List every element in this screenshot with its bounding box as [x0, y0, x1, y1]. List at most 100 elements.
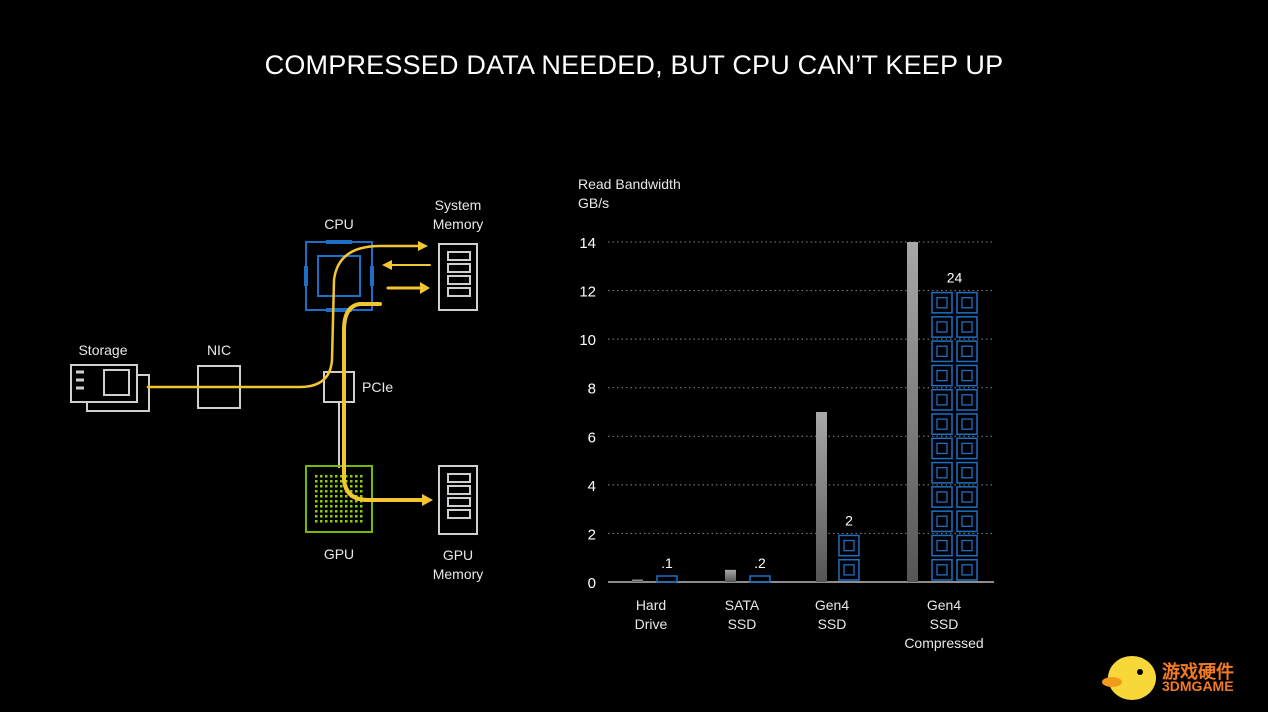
cpu-icon	[304, 240, 374, 312]
gpu-core-dot	[330, 505, 333, 508]
gpu-core-dot	[335, 505, 338, 508]
gpu-core-dot	[315, 515, 318, 518]
gpu-core-dot	[340, 505, 343, 508]
gpu-core-dot	[315, 485, 318, 488]
y-tick-label: 2	[588, 526, 596, 543]
gpu-core-dot	[335, 520, 338, 523]
gpu-core-dot	[325, 485, 328, 488]
cpu-core-icon	[931, 388, 953, 411]
cpu-core-icon	[931, 340, 953, 363]
gpu-core-dot	[345, 520, 348, 523]
gpu-core-dot	[355, 500, 358, 503]
cpu-core-icon	[956, 316, 978, 338]
gpu-core-dot	[320, 490, 323, 493]
gpu-core-dot	[325, 520, 328, 523]
gpu-core-dot	[335, 475, 338, 478]
gpu-core-dot	[325, 515, 328, 518]
gpu-core-dot	[330, 520, 333, 523]
duck-mascot-icon	[1102, 656, 1156, 700]
gpu-core-dot	[320, 485, 323, 488]
gpu-core-dot	[355, 505, 358, 508]
cores-value-label: 24	[947, 270, 963, 286]
gpu-core-dot	[340, 515, 343, 518]
cpu-core-icon	[956, 534, 978, 557]
cpu-core-icon	[931, 534, 953, 557]
cpu-core-icon	[956, 413, 978, 436]
gpu-core-dot	[320, 510, 323, 513]
gpu-core-dot	[340, 500, 343, 503]
gpu-core-dot	[345, 515, 348, 518]
cpu-label: CPU	[324, 216, 354, 232]
y-tick-label: 6	[588, 429, 596, 446]
gpu-core-dot	[315, 520, 318, 523]
gpu-core-dot	[315, 500, 318, 503]
cpu-core-icon	[956, 461, 978, 484]
gpu-core-dot	[350, 500, 353, 503]
gpu-core-dot	[360, 485, 363, 488]
gpu-core-dot	[335, 500, 338, 503]
gpu-label: GPU	[323, 546, 355, 562]
gpu-core-dot	[360, 475, 363, 478]
cpu-core-icon	[931, 413, 953, 436]
cpu-core-icon	[931, 510, 953, 533]
gpu-core-dot	[340, 495, 343, 498]
gpu-core-dot	[315, 495, 318, 498]
gpu-core-dot	[320, 475, 323, 478]
gpu-core-dot	[335, 515, 338, 518]
gpu-core-dot	[360, 505, 363, 508]
gpu-core-dot	[340, 480, 343, 483]
gpu-core-dot	[340, 490, 343, 493]
x-category-label: Gen4	[927, 597, 961, 613]
gpu-memory-icon	[438, 465, 478, 535]
gpu-core-dot	[320, 505, 323, 508]
gpu-core-dot	[330, 485, 333, 488]
gpu-core-dot	[330, 475, 333, 478]
gpu-core-dot	[340, 485, 343, 488]
gpu-core-dot	[330, 495, 333, 498]
pcie-box	[323, 371, 355, 403]
gpu-core-dot	[345, 475, 348, 478]
cores-value-label: .2	[754, 555, 766, 571]
gpu-core-dot	[340, 510, 343, 513]
gpu-core-dot	[355, 510, 358, 513]
data-flow-arrows	[146, 241, 433, 506]
gpu-core-dot	[350, 490, 353, 493]
bar	[816, 412, 827, 582]
gpu-core-dot	[325, 500, 328, 503]
gpu-core-dot	[345, 505, 348, 508]
chart-gridlines	[608, 241, 994, 534]
gpu-core-dot	[330, 500, 333, 503]
gpu-core-dot	[350, 475, 353, 478]
gpu-core-dot	[355, 485, 358, 488]
cpu-core-icon	[656, 575, 678, 583]
pcie-label: PCIe	[362, 379, 394, 395]
gpu-core-dot	[320, 500, 323, 503]
cpu-core-icon	[749, 575, 771, 583]
cores-value-label: .1	[661, 555, 673, 571]
x-category-label: SSD	[818, 616, 847, 632]
cpu-core-icon	[838, 534, 860, 557]
watermark-logo: 游戏硬件 3DMGAME	[1100, 648, 1260, 704]
gpu-core-dot	[350, 480, 353, 483]
gpu-core-dot	[340, 475, 343, 478]
gpu-core-dot	[355, 515, 358, 518]
cpu-core-icon	[931, 291, 953, 314]
system-memory-icon	[438, 243, 478, 311]
x-category-label: SATA	[725, 597, 760, 613]
y-tick-label: 4	[588, 478, 596, 495]
cpu-core-icon	[838, 558, 860, 581]
cpu-core-icon	[956, 510, 978, 533]
gpu-core-dot	[355, 490, 358, 493]
gpu-core-dot	[330, 510, 333, 513]
gpu-core-dot	[355, 475, 358, 478]
gpu-core-dot	[360, 510, 363, 513]
cpu-core-icon	[956, 486, 978, 508]
gpu-core-dot	[335, 495, 338, 498]
gpu-core-dot	[335, 485, 338, 488]
x-category-label: Compressed	[904, 635, 983, 651]
bar	[725, 569, 736, 582]
gpu-core-dot	[320, 515, 323, 518]
gpu-core-dot	[325, 510, 328, 513]
cpu-core-icon	[931, 316, 953, 338]
chart-bars	[632, 242, 918, 582]
